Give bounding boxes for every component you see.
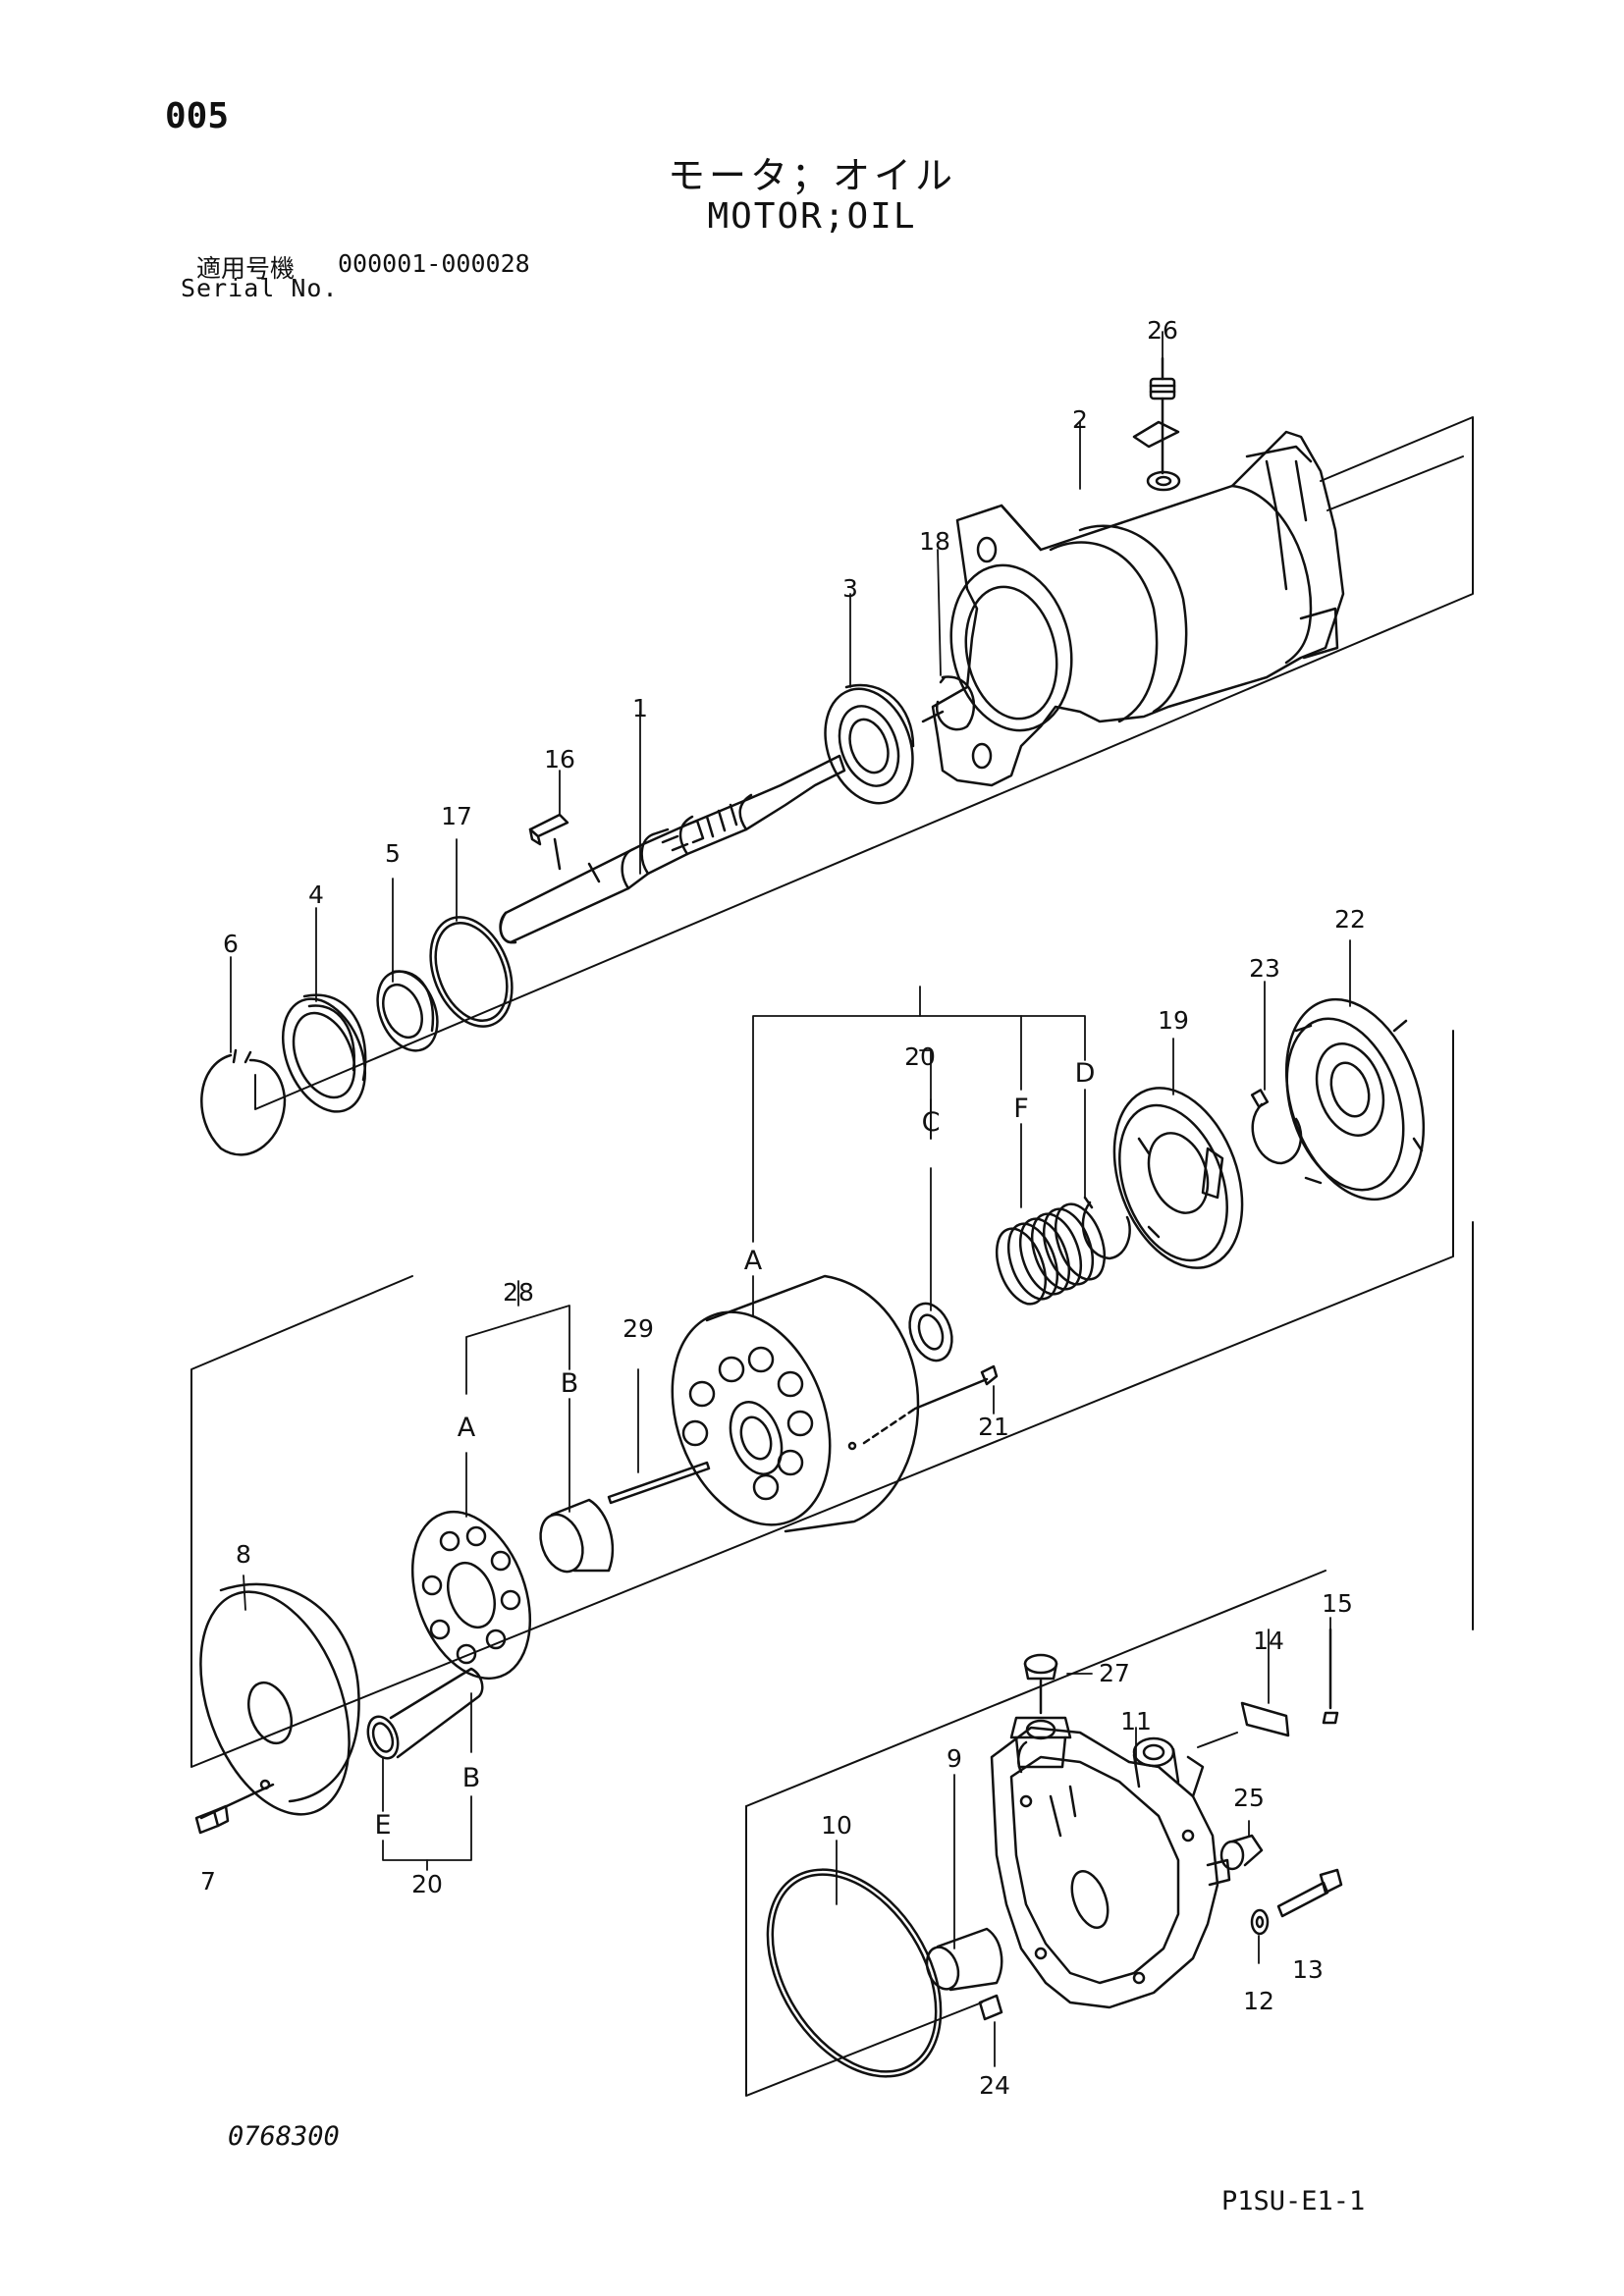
letter-b-upper: B xyxy=(561,1368,579,1399)
bolt-13 xyxy=(1276,1868,1343,1918)
callout-6: 6 xyxy=(223,930,239,958)
retainer-plate xyxy=(410,1510,532,1681)
title-japanese: モータ；オイル xyxy=(667,154,956,197)
callout-18: 18 xyxy=(919,527,950,556)
serial-range: 000001-000028 xyxy=(338,249,530,278)
snap-ring-23 xyxy=(1250,1089,1303,1165)
pin-7 xyxy=(194,1804,230,1835)
pin-21 xyxy=(913,1364,999,1411)
callout-21: 21 xyxy=(978,1413,1009,1441)
letter-c: C xyxy=(922,1107,941,1138)
leader-line xyxy=(553,837,562,871)
plate-19 xyxy=(1112,1087,1244,1269)
callout-3: 3 xyxy=(842,574,858,603)
piston-e xyxy=(366,1667,484,1760)
callout-23: 23 xyxy=(1249,954,1280,983)
screw-15 xyxy=(1322,1628,1339,1725)
callout-13: 13 xyxy=(1292,1955,1324,1984)
callout-25: 25 xyxy=(1233,1784,1265,1812)
letter-a-upper: A xyxy=(744,1246,763,1276)
callout-16: 16 xyxy=(544,745,575,774)
pin-29 xyxy=(607,1461,711,1505)
key-16 xyxy=(528,813,569,846)
callout-24: 24 xyxy=(979,2071,1010,2100)
callout-5: 5 xyxy=(385,839,401,868)
serial-label-japanese: 適用号機 xyxy=(196,254,296,283)
callout-1: 1 xyxy=(632,694,648,722)
letter-a-lower: A xyxy=(458,1413,476,1443)
letter-f: F xyxy=(1013,1094,1029,1124)
leader-line xyxy=(199,1783,275,1820)
page-code: P1SU-E1-1 xyxy=(1221,2186,1366,2216)
figure-number: 0768300 xyxy=(228,2121,340,2152)
callout-10: 10 xyxy=(821,1811,852,1840)
title-english: MOTOR;OIL xyxy=(707,196,917,237)
callout-29: 29 xyxy=(623,1314,654,1343)
callout-17: 17 xyxy=(441,802,472,830)
callout-14: 14 xyxy=(1253,1627,1284,1655)
leader-lines xyxy=(230,331,1351,2067)
pin-hole xyxy=(847,1441,857,1451)
valve-plate-22 xyxy=(1284,997,1426,1201)
shoe-plate-8 xyxy=(199,1582,360,1816)
plug-27 xyxy=(1009,1653,1072,1769)
callout-labels: 26 2 18 3 1 16 17 5 4 6 22 23 19 20 28 2… xyxy=(200,316,1366,2100)
callout-20-upper: 20 xyxy=(904,1042,936,1071)
bearing-3 xyxy=(824,683,915,805)
o-ring-10 xyxy=(766,1868,943,2078)
callout-15: 15 xyxy=(1322,1589,1353,1618)
serial-label-english: Serial No. xyxy=(181,274,339,302)
washer-c xyxy=(908,1302,953,1362)
callout-20-lower: 20 xyxy=(411,1870,443,1898)
callout-19: 19 xyxy=(1158,1006,1189,1035)
cover-11 xyxy=(990,1726,1231,2009)
leader-line xyxy=(921,710,945,723)
spring-f xyxy=(995,1202,1107,1306)
page-number: 005 xyxy=(165,96,230,136)
plate-14 xyxy=(1240,1701,1290,1737)
o-ring-17 xyxy=(429,916,514,1028)
snap-ring-d xyxy=(1081,1196,1131,1260)
callout-7: 7 xyxy=(200,1867,216,1896)
letter-e: E xyxy=(374,1810,391,1841)
letter-d: D xyxy=(1075,1058,1096,1089)
callout-8: 8 xyxy=(236,1540,251,1569)
plug-26 xyxy=(1149,356,1176,475)
snap-ring-6 xyxy=(200,1048,287,1156)
cylinder-block xyxy=(671,1274,920,1533)
assembly-boundary-lines xyxy=(190,416,1474,2097)
callout-27: 27 xyxy=(1099,1659,1130,1687)
letter-b-lower: B xyxy=(462,1763,481,1793)
drive-shaft xyxy=(499,754,846,944)
oil-seal-4 xyxy=(281,993,367,1113)
pin-24 xyxy=(978,1994,1003,2021)
callout-11: 11 xyxy=(1120,1707,1152,1735)
callout-12: 12 xyxy=(1243,1987,1274,2015)
washer-12 xyxy=(1250,1908,1270,1936)
motor-housing xyxy=(931,420,1345,787)
plug-25 xyxy=(1219,1834,1264,1871)
callout-2: 2 xyxy=(1072,405,1088,434)
dashed-leader xyxy=(862,1407,917,1445)
subassembly-letters: A C F D B A B E xyxy=(374,1058,1095,1841)
callout-4: 4 xyxy=(308,881,324,909)
snap-ring-18 xyxy=(935,675,976,731)
spherical-bushing xyxy=(539,1498,615,1574)
callout-9: 9 xyxy=(947,1744,962,1773)
callout-28: 28 xyxy=(503,1278,534,1307)
callout-22: 22 xyxy=(1334,905,1366,934)
callout-26: 26 xyxy=(1147,316,1178,345)
